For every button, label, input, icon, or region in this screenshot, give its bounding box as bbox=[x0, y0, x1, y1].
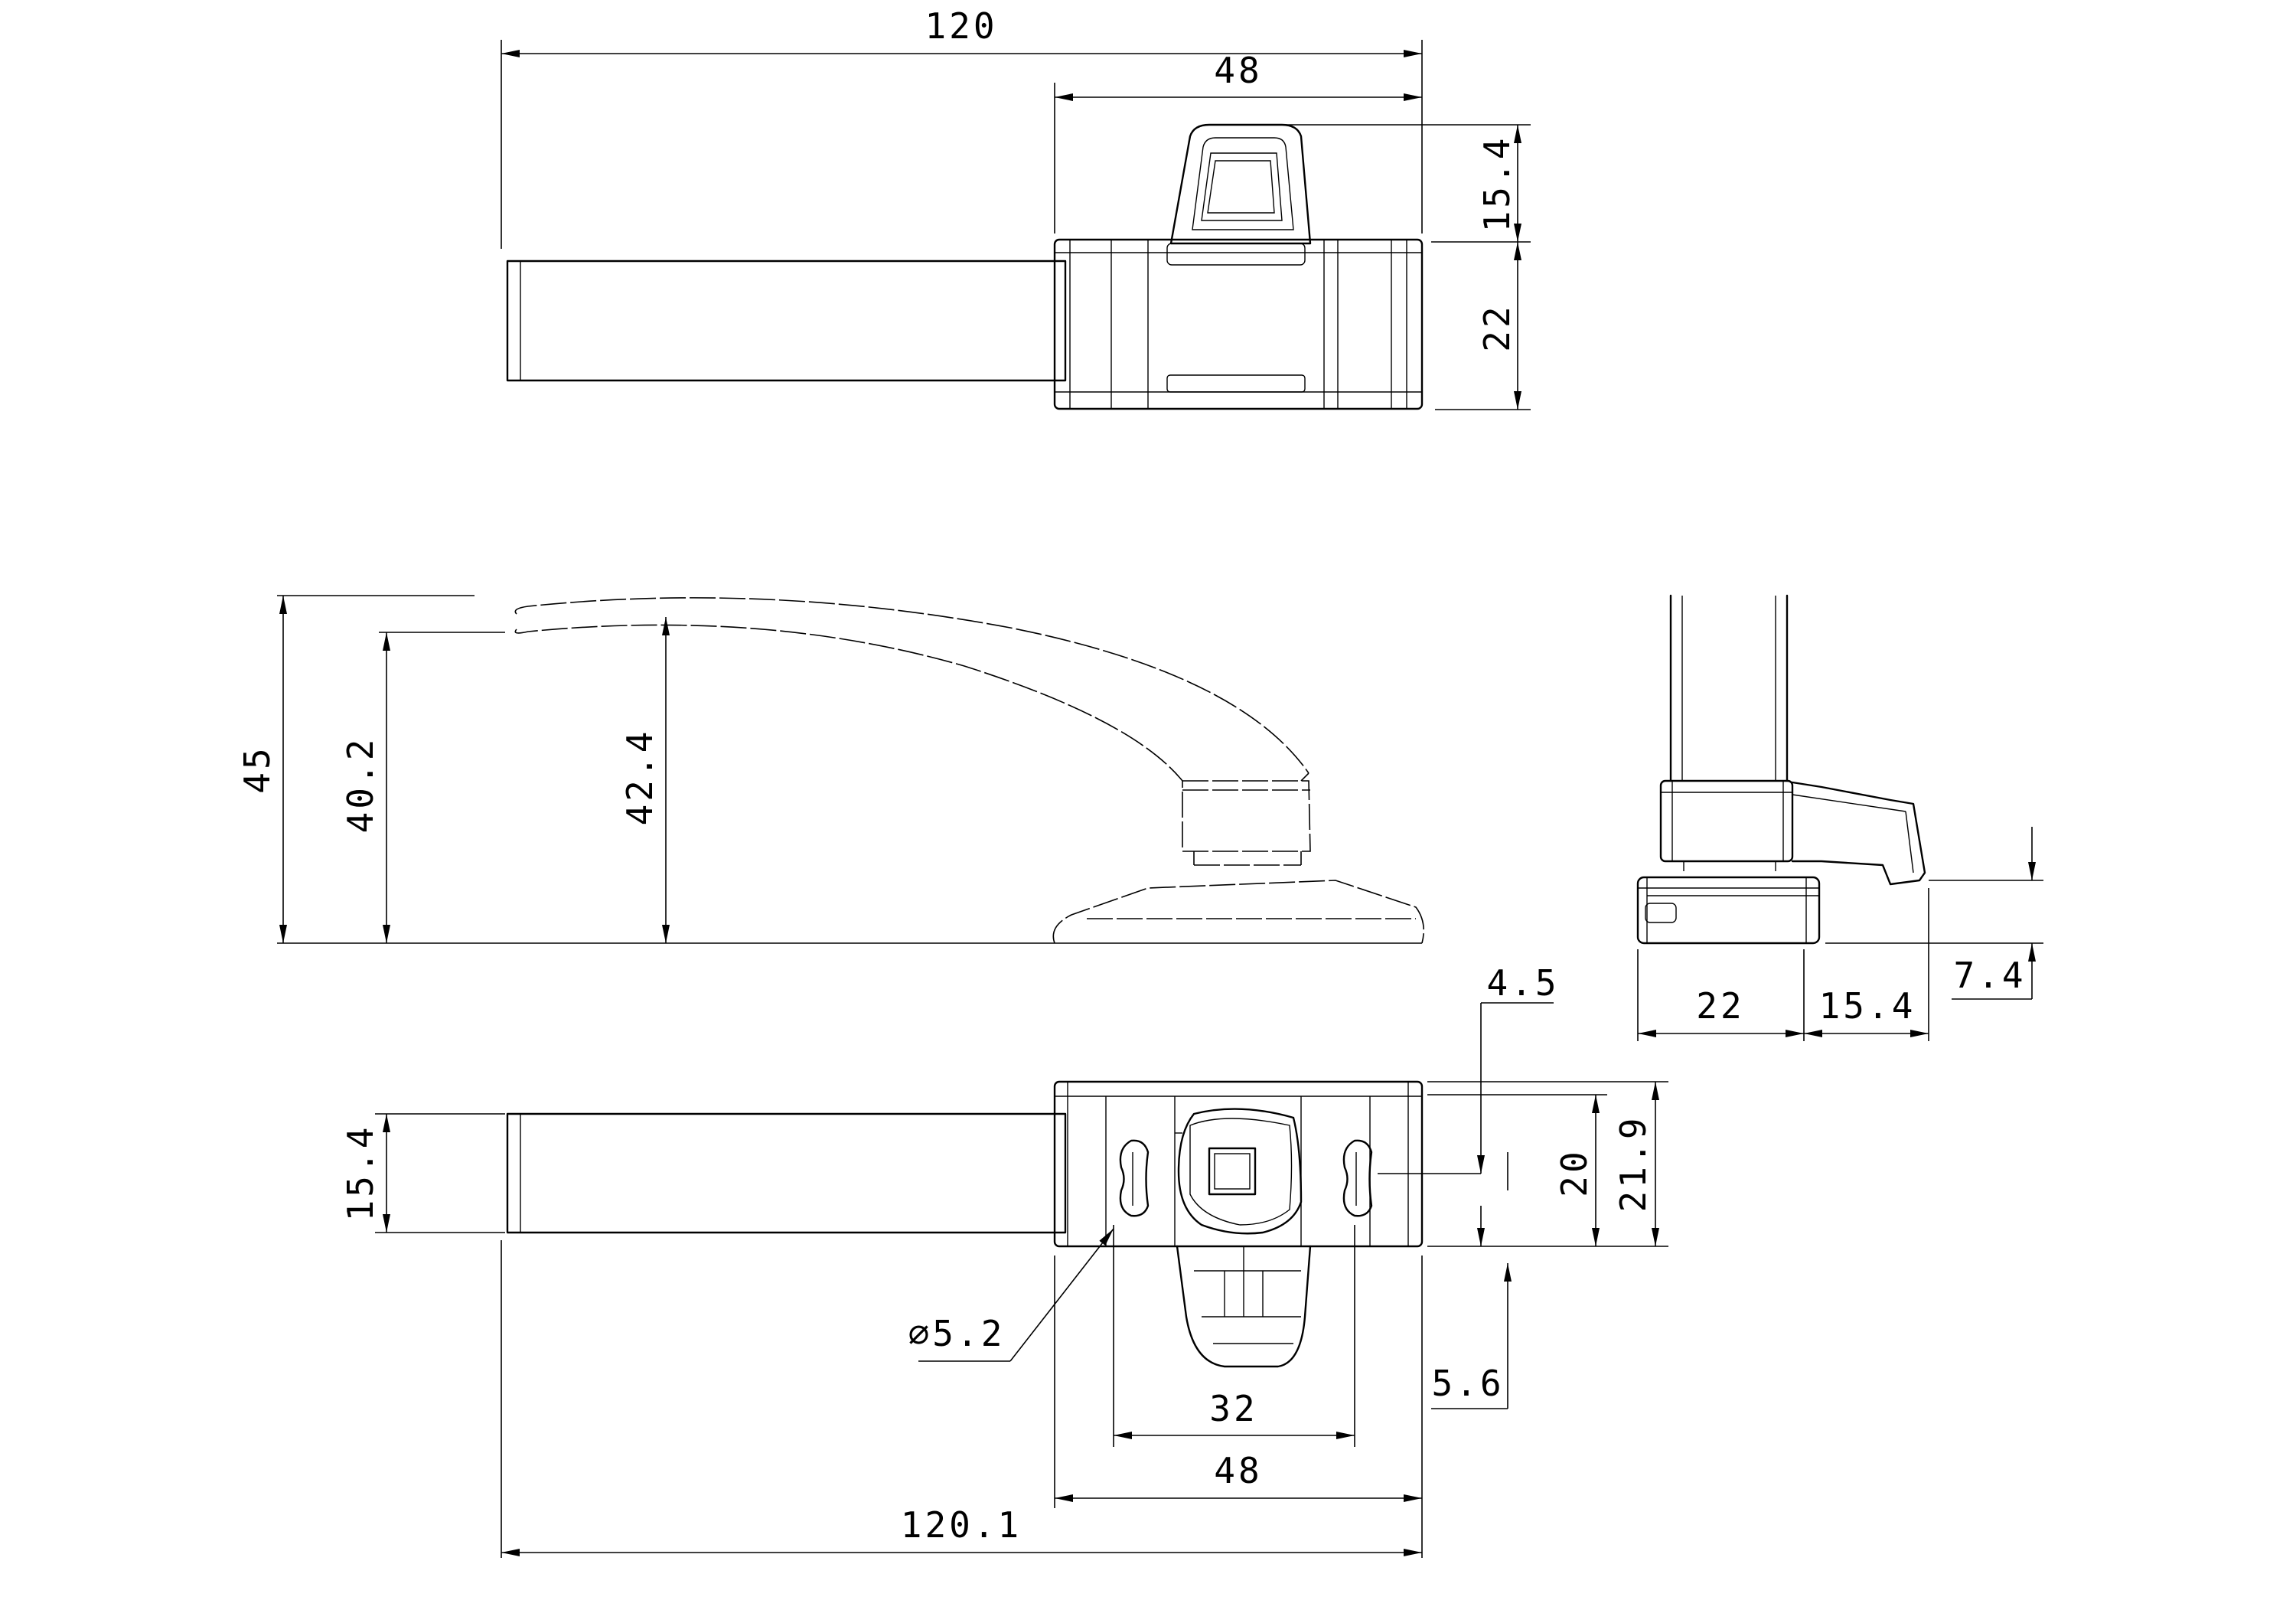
square-spindle-hole bbox=[1208, 1147, 1257, 1196]
bottom-view-dimensions: 15.4 4.5 20 21.9 5.6 ⌀5.2 32 48 bbox=[340, 962, 1668, 1558]
dim-bottom-overall-length: 120.1 bbox=[901, 1504, 1022, 1546]
right-mounting-hole bbox=[1342, 1139, 1373, 1217]
bottom-view bbox=[506, 1080, 1424, 1368]
dim-side-lever-tip-height: 40.2 bbox=[340, 736, 381, 834]
end-base-plate bbox=[1636, 876, 1821, 945]
side-lever-arc-top bbox=[514, 597, 1309, 774]
dim-end-hook-drop: 7.4 bbox=[1953, 955, 2026, 996]
dim-top-base-length: 48 bbox=[1214, 50, 1262, 91]
dim-top-knob-height: 15.4 bbox=[1476, 136, 1518, 233]
top-lever-bar bbox=[506, 260, 1067, 382]
dim-end-base-width: 22 bbox=[1696, 985, 1744, 1027]
side-view bbox=[277, 597, 1424, 944]
end-hook bbox=[1791, 781, 1926, 886]
side-lever-arc-bottom bbox=[514, 624, 1183, 782]
dim-bottom-lever-width: 15.4 bbox=[340, 1125, 381, 1222]
bottom-lever-bar bbox=[506, 1112, 1067, 1234]
dim-bottom-overall-width: 21.9 bbox=[1613, 1115, 1654, 1213]
dim-bottom-hook-offset: 5.6 bbox=[1431, 1363, 1504, 1404]
dim-bottom-base-length: 48 bbox=[1214, 1450, 1262, 1491]
side-view-dimensions: 45 40.2 42.4 bbox=[236, 595, 670, 943]
dim-top-overall-length: 120 bbox=[925, 5, 997, 47]
dim-bottom-hole-spacing: 32 bbox=[1209, 1388, 1257, 1429]
bottom-base-block bbox=[1053, 1080, 1424, 1248]
dim-bottom-hole-offset: 4.5 bbox=[1486, 962, 1559, 1004]
end-view bbox=[1636, 594, 1926, 945]
end-collar bbox=[1659, 779, 1794, 863]
top-base-block bbox=[1053, 238, 1424, 410]
top-view-dimensions: 120 48 15.4 22 bbox=[501, 5, 1531, 410]
spindle-hub bbox=[1177, 1108, 1303, 1235]
dim-side-lever-arc-height: 42.4 bbox=[619, 729, 660, 826]
dim-side-overall-height: 45 bbox=[236, 745, 278, 793]
side-base bbox=[1052, 880, 1424, 944]
left-mounting-hole bbox=[1119, 1139, 1150, 1217]
side-collar bbox=[1182, 780, 1311, 852]
top-view bbox=[506, 123, 1424, 410]
dim-end-hook-projection: 15.4 bbox=[1819, 985, 1916, 1027]
dim-bottom-hole-diameter: ⌀5.2 bbox=[908, 1313, 1006, 1354]
bottom-hook bbox=[1176, 1245, 1312, 1368]
end-view-dimensions: 22 15.4 7.4 bbox=[1637, 827, 2043, 1041]
dim-bottom-body-width: 20 bbox=[1554, 1148, 1595, 1197]
dim-top-body-height: 22 bbox=[1476, 303, 1518, 351]
